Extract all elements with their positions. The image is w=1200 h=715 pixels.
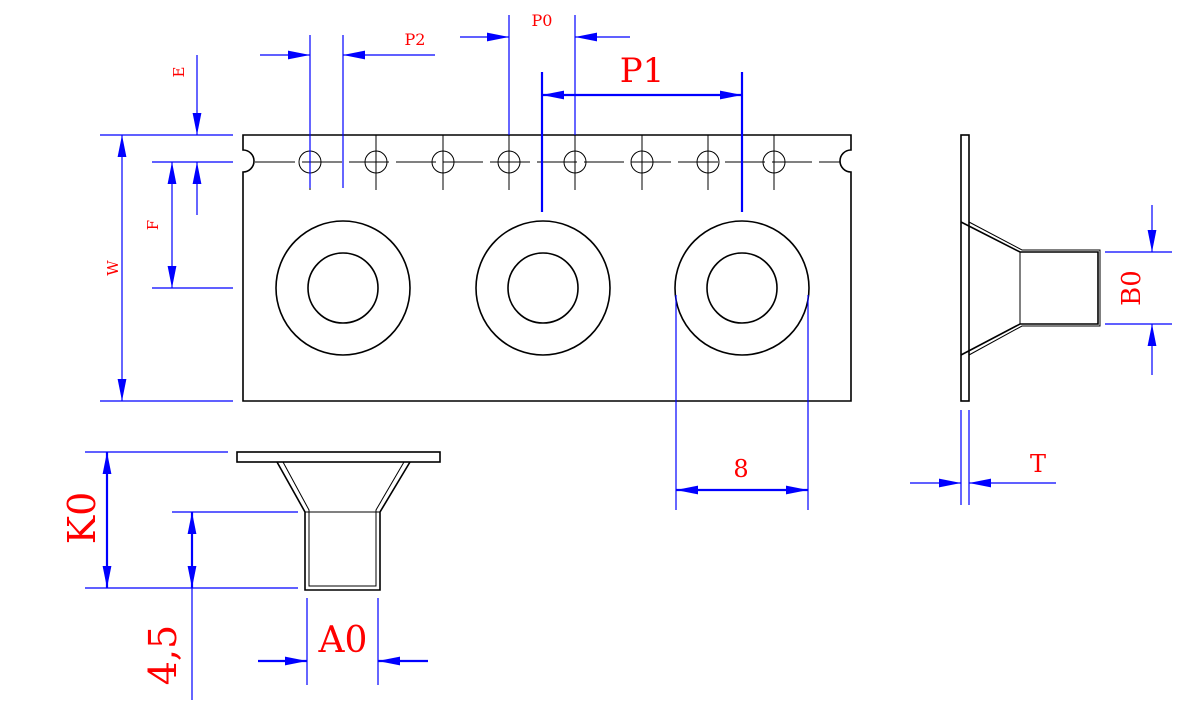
dimension-P0: P0 — [460, 11, 630, 135]
dimension-A0: A0 — [258, 598, 428, 685]
label-4-5: 4,5 — [141, 625, 185, 685]
dimension-F: F — [144, 162, 233, 289]
dimension-B0: B0 — [1105, 205, 1172, 375]
label-A0: A0 — [318, 620, 368, 661]
label-K0: K0 — [60, 492, 104, 545]
dimension-E: E — [100, 55, 233, 215]
label-P0: P0 — [532, 11, 553, 30]
label-P1: P1 — [620, 51, 665, 91]
dimension-P2: P2 — [260, 30, 435, 188]
sprocket-holes — [298, 135, 786, 190]
pocket-cross-section — [236, 451, 441, 591]
tape-side-view — [960, 134, 1101, 402]
label-B0: B0 — [1117, 270, 1147, 306]
tape-top-view — [242, 134, 852, 402]
label-W: W — [104, 260, 122, 276]
label-E: E — [170, 67, 188, 78]
pockets — [275, 220, 810, 356]
label-8: 8 — [733, 455, 748, 483]
label-P2: P2 — [405, 30, 426, 49]
dimension-K0: K0 — [60, 451, 298, 589]
label-T: T — [1030, 450, 1046, 478]
label-F: F — [144, 220, 162, 230]
dimension-pocket-pitch: 8 — [675, 295, 809, 510]
dimension-depth: 4,5 — [141, 511, 298, 700]
dimension-P1: P1 — [540, 51, 744, 212]
dimension-T: T — [910, 410, 1056, 505]
dimension-W: W — [100, 135, 233, 402]
